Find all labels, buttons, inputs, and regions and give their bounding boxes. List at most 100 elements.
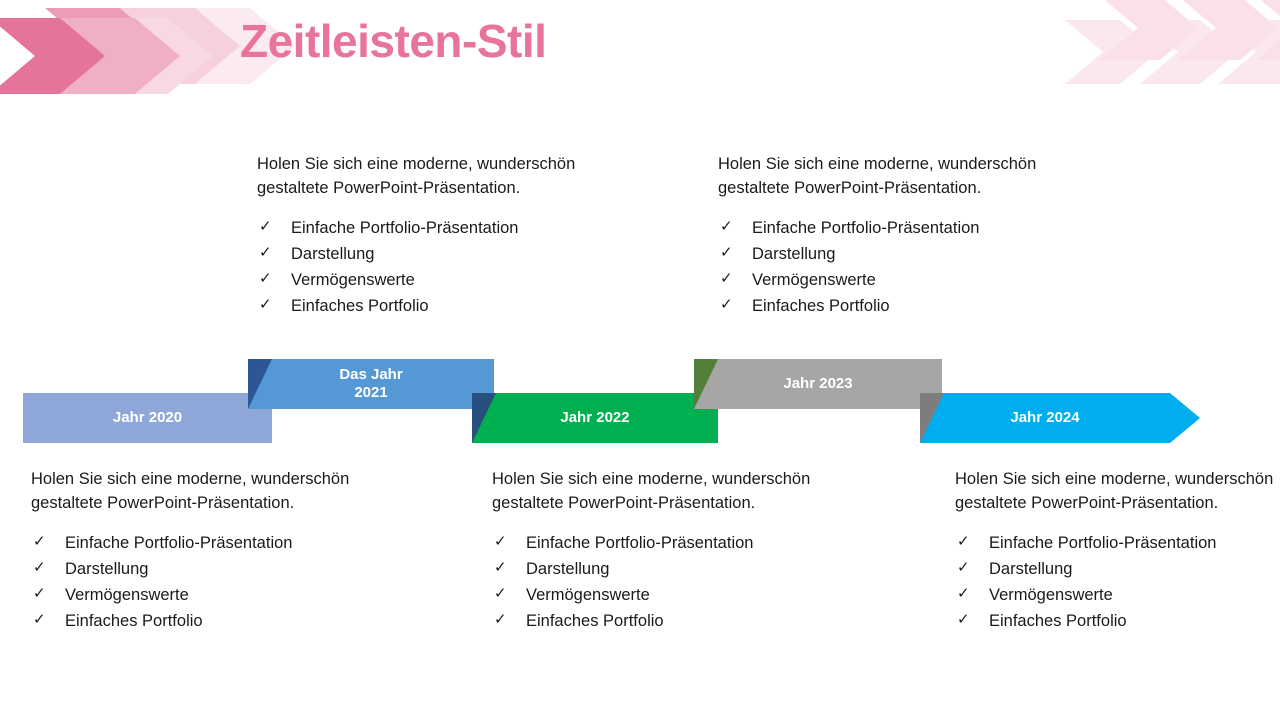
- list-item-label: Einfaches Portfolio: [526, 612, 664, 630]
- bar-fold-2022: [472, 393, 496, 443]
- milestone-bullet-list: ✓ Einfache Portfolio-Präsentation ✓ Darste…: [955, 530, 1280, 634]
- list-item: ✓ Einfaches Portfolio: [718, 293, 1048, 319]
- check-icon: ✓: [494, 611, 507, 628]
- timeline-bar-2023[interactable]: Jahr 2023: [694, 359, 942, 409]
- bar-label: Jahr 2020: [112, 409, 183, 426]
- list-item: ✓ Vermögenswerte: [718, 267, 1048, 293]
- list-item-label: Vermögenswerte: [989, 585, 1113, 604]
- bar-fold-2023: [694, 359, 718, 409]
- timeline-bar-2024[interactable]: Jahr 2024: [920, 393, 1200, 443]
- check-icon: ✓: [957, 584, 970, 602]
- bar-fold-2021: [248, 359, 272, 409]
- check-icon: ✓: [720, 217, 733, 235]
- header-decoration: [0, 0, 1280, 94]
- list-item-label: Einfaches Portfolio: [752, 297, 890, 315]
- milestone-bullet-list: ✓Einfache Portfolio-Präsentation ✓ Darste…: [31, 530, 361, 634]
- list-item-label: Einfaches Portfolio: [65, 612, 203, 630]
- check-icon: ✓: [33, 558, 46, 576]
- list-item-label: Einfache Portfolio-Präsentation: [291, 218, 519, 237]
- list-item: ✓ Einfaches Portfolio: [31, 608, 361, 634]
- list-item-label: Darstellung: [752, 244, 836, 263]
- list-item-label: Darstellung: [65, 559, 149, 578]
- list-item-label: Darstellung: [989, 559, 1073, 578]
- bar-fold-2024: [920, 393, 944, 443]
- bar-fill: [694, 359, 942, 409]
- list-item: ✓ Darstellung: [492, 556, 822, 582]
- check-icon: ✓: [720, 243, 733, 261]
- list-item: ✓ Vermögenswerte: [492, 582, 822, 608]
- list-item-label: Vermögenswerte: [291, 270, 415, 289]
- check-icon: ✓: [957, 558, 970, 576]
- list-item-label: Einfache Portfolio-Präsentation: [526, 533, 754, 552]
- check-icon: ✓: [494, 532, 507, 550]
- timeline-bar-2021[interactable]: Das Jahr 2021: [248, 359, 494, 409]
- check-icon: ✓: [33, 584, 46, 602]
- check-icon: ✓: [957, 532, 970, 550]
- bar-fill: [23, 393, 272, 443]
- milestone-bullet-list: ✓ Einfache Portfolio-Präsentation ✓ Darste…: [492, 530, 822, 634]
- list-item: ✓ Darstellung: [955, 556, 1280, 582]
- chevron-right-top-1: [1065, 20, 1158, 84]
- list-item: ✓Einfache Portfolio-Präsentation: [31, 530, 361, 556]
- list-item-label: Vermögenswerte: [752, 270, 876, 289]
- list-item-label: Vermögenswerte: [65, 585, 189, 604]
- check-icon: ✓: [33, 532, 46, 550]
- bar-label: Jahr 2024: [1010, 409, 1080, 426]
- chevron-right-top-3: [1218, 20, 1280, 84]
- milestone-paragraph: Holen Sie sich eine moderne, wunderschön…: [492, 470, 811, 513]
- list-item-label: Vermögenswerte: [526, 585, 650, 604]
- list-item: ✓ Darstellung: [31, 556, 361, 582]
- list-item-label: Einfache Portfolio-Präsentation: [752, 218, 980, 237]
- chevron-right-bot-1: [1100, 0, 1198, 60]
- check-icon: ✓: [494, 584, 507, 602]
- timeline-bar-2022[interactable]: Jahr 2022: [472, 393, 718, 443]
- milestone-bullet-list: ✓ Einfache Portfolio-Präsentation ✓ Darste…: [257, 215, 587, 319]
- chevron-left-top-2: [120, 8, 240, 84]
- milestone-paragraph: Holen Sie sich eine moderne, wunderschön…: [955, 470, 1274, 513]
- list-item-label: Einfaches Portfolio: [291, 297, 429, 315]
- timeline-bar-2020[interactable]: Jahr 2020: [23, 393, 272, 443]
- chevron-right-bot-2: [1178, 0, 1278, 60]
- list-item: ✓ Vermögenswerte: [955, 582, 1280, 608]
- milestone-text-2024: Holen Sie sich eine moderne, wunderschön…: [955, 467, 1280, 634]
- list-item: ✓Einfaches Portfolio: [955, 608, 1280, 634]
- list-item-label: Einfache Portfolio-Präsentation: [989, 533, 1217, 552]
- bar-arrow-tip-2024: [1170, 393, 1200, 443]
- list-item: ✓ Darstellung: [718, 241, 1048, 267]
- chevron-left-bot-2: [60, 18, 180, 94]
- list-item: ✓Vermögenswerte: [257, 267, 587, 293]
- check-icon: ✓: [494, 558, 507, 576]
- check-icon: ✓: [259, 243, 272, 261]
- milestone-paragraph: Holen Sie sich eine moderne, wunderschön…: [257, 155, 576, 198]
- bar-fill: [248, 359, 494, 409]
- check-icon: ✓: [259, 217, 272, 235]
- bar-label: Das Jahr 2021: [339, 366, 403, 401]
- list-item: ✓ Einfache Portfolio-Präsentation: [955, 530, 1280, 556]
- list-item: ✓ Einfache Portfolio-Präsentation: [257, 215, 587, 241]
- check-icon: ✓: [720, 269, 733, 287]
- check-icon: ✓: [33, 611, 46, 628]
- list-item-label: Einfaches Portfolio: [989, 612, 1127, 630]
- check-icon: ✓: [259, 296, 272, 313]
- list-item: ✓ Vermögenswerte: [31, 582, 361, 608]
- chevron-right-bot-3: [1256, 0, 1280, 60]
- milestone-text-2022: Holen Sie sich eine moderne, wunderschön…: [492, 467, 822, 634]
- milestone-paragraph: Holen Sie sich eine moderne, wunderschön…: [31, 470, 350, 513]
- list-item: ✓ Darstellung: [257, 241, 587, 267]
- list-item: ✓ Einfache Portfolio-Präsentation: [718, 215, 1048, 241]
- chevron-left-top-1: [45, 8, 165, 84]
- bar-fill: [920, 393, 1170, 443]
- check-icon: ✓: [720, 296, 733, 313]
- chevron-right-top-2: [1140, 20, 1238, 84]
- milestone-text-2020: Holen Sie sich eine moderne, wunderschön…: [31, 467, 361, 634]
- list-item-label: Darstellung: [526, 559, 610, 578]
- list-item: ✓ Einfaches Portfolio: [492, 608, 822, 634]
- milestone-text-2021: Holen Sie sich eine moderne, wunderschön…: [257, 152, 587, 319]
- milestone-text-2023: Holen Sie sich eine moderne, wunderschön…: [718, 152, 1048, 319]
- list-item-label: Darstellung: [291, 244, 375, 263]
- chevron-left-bot-1: [0, 18, 105, 94]
- bar-label: Jahr 2022: [560, 409, 630, 426]
- list-item: ✓ Einfache Portfolio-Präsentation: [492, 530, 822, 556]
- bar-label: Jahr 2023: [783, 375, 853, 392]
